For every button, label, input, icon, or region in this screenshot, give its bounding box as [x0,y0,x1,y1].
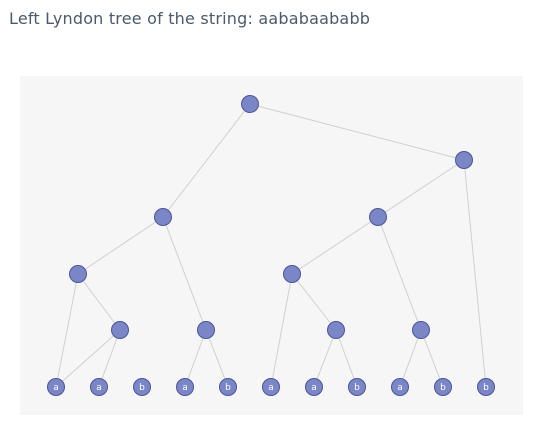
tree-edge [420,329,444,388]
tree-leaf-node: b [434,378,452,396]
leaf-circle [133,378,151,396]
leaf-circle [348,378,366,396]
tree-internal-node [111,321,129,339]
leaf-label: b [440,383,446,393]
tree-edge [77,216,164,275]
tree-internal-node [327,321,345,339]
tree-edge [313,329,337,388]
tree-leaf-node: a [305,378,323,396]
tree-edge [162,103,251,218]
tree-internal-node [455,151,473,169]
tree-edge [270,273,293,388]
leaf-label: b [354,383,360,393]
tree-edge [205,329,229,388]
leaf-label: b [139,383,145,393]
leaf-label: a [96,383,102,393]
tree-leaf-node: b [348,378,366,396]
tree-edge [291,273,337,331]
leaf-circle [262,378,280,396]
tree-edge [77,273,121,331]
tree-edge [463,159,487,388]
tree-canvas [20,76,523,415]
tree-edge [55,273,79,388]
leaf-circle [391,378,409,396]
leaf-circle [47,378,65,396]
leaf-circle [305,378,323,396]
tree-internal-node [412,321,430,339]
tree-edge [184,329,207,388]
tree-internal-node [283,265,301,283]
tree-edge [399,329,422,388]
tree-internal-node [369,208,387,226]
tree-edge [377,216,422,331]
tree-leaf-node: a [262,378,280,396]
leaf-label: b [483,383,489,393]
tree-internal-node [69,265,87,283]
diagram-title: Left Lyndon tree of the string: aababaab… [9,9,371,28]
tree-leaf-node: a [47,378,65,396]
tree-leaf-node: b [477,378,495,396]
tree-edge [98,329,121,388]
leaf-circle [176,378,194,396]
tree-edge [249,103,465,161]
tree-edge [162,216,207,331]
leaf-label: b [225,383,231,393]
leaf-circle [477,378,495,396]
tree-leaf-node: b [133,378,151,396]
tree-edge [335,329,358,388]
tree-internal-node [197,321,215,339]
leaf-label: a [311,383,317,393]
tree-internal-node [154,208,172,226]
tree-leaf-node: a [391,378,409,396]
leaf-label: a [397,383,403,393]
tree-root-node [241,95,259,113]
tree-edge [377,159,465,218]
leaf-circle [434,378,452,396]
leaf-circle [90,378,108,396]
tree-edge [291,216,379,275]
tree-edges [55,103,487,388]
leaf-label: a [268,383,274,393]
tree-leaf-node: a [176,378,194,396]
tree-edge [55,329,121,388]
leaf-label: a [53,383,59,393]
tree-leaf-node: b [219,378,237,396]
tree-leaf-node: a [90,378,108,396]
leaf-label: a [182,383,188,393]
leaf-circle [219,378,237,396]
